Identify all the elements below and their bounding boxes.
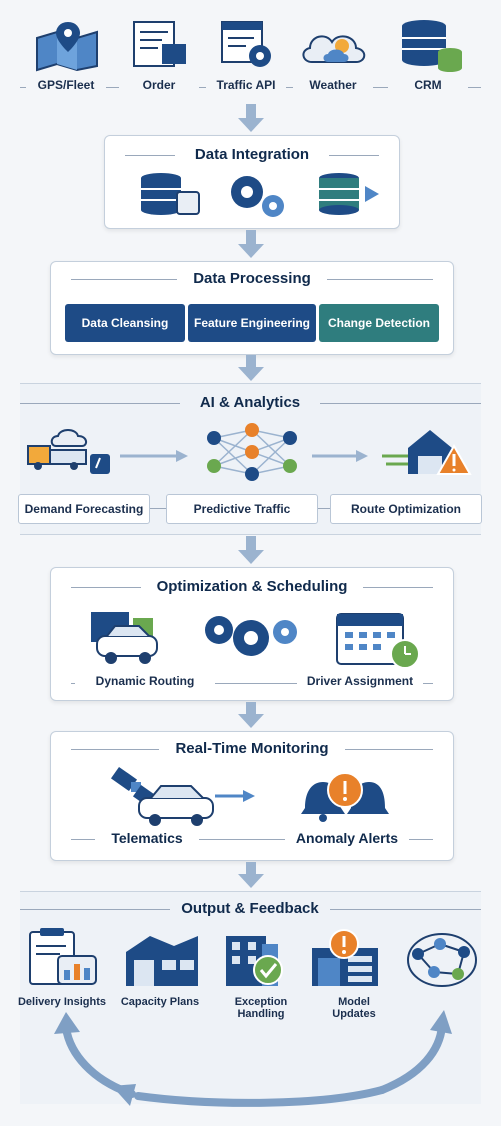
output-feedback-section: Output & Feedback — [20, 891, 481, 1104]
optimization-driver-assignment: Driver Assignment — [297, 674, 423, 688]
analytics-predictive-traffic: Predictive Traffic — [166, 494, 318, 524]
building-alert-icon — [312, 929, 378, 986]
analytics-route-optimization: Route Optimization — [330, 494, 482, 524]
ai-analytics-section: AI & Analytics — [18, 383, 482, 535]
bell-alert-icon — [301, 772, 389, 822]
step-data-cleansing: Data Cleansing — [65, 304, 185, 342]
monitoring-telematics: Telematics — [95, 830, 199, 846]
neural-network-icon — [207, 423, 297, 481]
flow-arrow-right — [312, 450, 368, 462]
source-label-gps: GPS/Fleet — [26, 78, 106, 92]
flow-arrow — [238, 104, 264, 132]
order-document-icon — [133, 21, 186, 67]
analytics-demand-forecasting: Demand Forecasting — [18, 494, 150, 524]
optimization-box: Optimization & Scheduling Dynamic Routin… — [50, 567, 454, 701]
gears-icon — [231, 176, 284, 217]
ai-analytics-title: AI & Analytics — [180, 394, 320, 411]
flow-arrow — [238, 230, 264, 258]
step-change-detection: Change Detection — [319, 304, 439, 342]
api-gear-icon — [221, 21, 271, 67]
monitoring-title: Real-Time Monitoring — [159, 740, 345, 757]
satellite-car-icon — [110, 766, 255, 826]
data-processing-box: Data Processing Data Cleansing Feature E… — [50, 261, 454, 355]
warehouse-alert-icon — [382, 430, 472, 475]
network-graph-icon — [407, 933, 477, 987]
flow-arrow — [238, 702, 264, 728]
building-check-icon — [226, 936, 283, 986]
output-exception-handling: Exception Handling — [234, 996, 288, 1020]
output-capacity-plans: Capacity Plans — [120, 996, 200, 1008]
clipboard-chart-icon — [29, 928, 97, 985]
optimization-dynamic-routing: Dynamic Routing — [75, 674, 215, 688]
source-label-order: Order — [119, 78, 199, 92]
step-feature-engineering: Feature Engineering — [188, 304, 316, 342]
source-label-traffic-api: Traffic API — [206, 78, 286, 92]
database-export-icon — [319, 173, 379, 215]
output-feedback-title: Output & Feedback — [170, 900, 330, 917]
monitoring-box: Real-Time Monitoring Telematics Anomaly … — [50, 731, 454, 861]
source-label-weather: Weather — [293, 78, 373, 92]
source-label-crm: CRM — [388, 78, 468, 92]
calendar-clock-icon — [336, 613, 420, 669]
output-delivery-insights: Delivery Insights — [17, 996, 107, 1008]
flow-arrow — [238, 862, 264, 888]
data-integration-title: Data Integration — [175, 146, 329, 163]
dispatch-car-icon — [91, 612, 158, 664]
truck-cloud-icon — [27, 429, 110, 474]
flow-arrow — [238, 536, 264, 564]
data-integration-box: Data Integration — [104, 135, 400, 229]
map-pin-icon — [36, 22, 98, 72]
flow-arrow-right — [120, 450, 188, 462]
cloud-icon — [302, 35, 366, 63]
gears-icon — [205, 616, 297, 656]
feedback-loop-arrows — [54, 1010, 452, 1107]
flow-arrow — [238, 355, 264, 381]
warehouse-icon — [126, 936, 198, 986]
optimization-title: Optimization & Scheduling — [141, 578, 363, 595]
output-model-updates: Model Updates — [332, 996, 376, 1020]
data-processing-title: Data Processing — [177, 270, 327, 287]
monitoring-anomaly-alerts: Anomaly Alerts — [285, 830, 409, 846]
database-icon — [402, 20, 462, 72]
database-icon — [141, 173, 200, 215]
